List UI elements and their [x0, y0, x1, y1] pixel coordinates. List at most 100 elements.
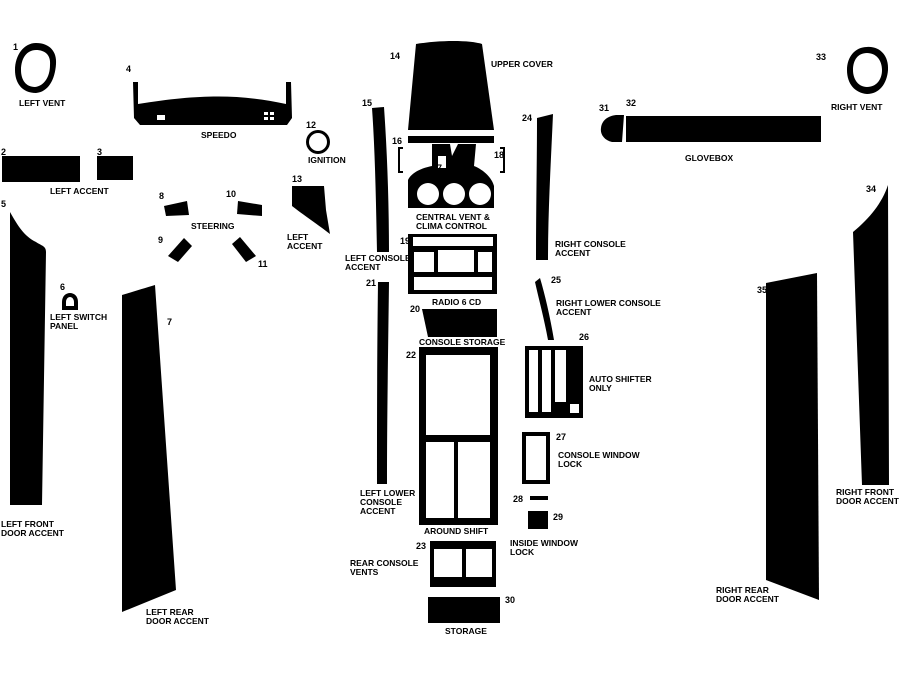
label-glovebox: GLOVEBOX: [685, 153, 734, 163]
piece-number-12: 12: [306, 120, 316, 130]
label-line: ACCENT: [555, 248, 591, 258]
piece-number-34: 34: [866, 184, 876, 194]
label-line: DOOR ACCENT: [836, 496, 900, 506]
label-line: LEFT REAR: [146, 607, 194, 617]
label-line: ACCENT: [345, 262, 381, 272]
piece-number-25: 25: [551, 275, 561, 285]
piece-7-shape: [122, 285, 176, 612]
piece-13-shape: [292, 186, 330, 234]
piece-number-26: 26: [579, 332, 589, 342]
clima-dial-right: [469, 183, 491, 205]
speedo-cutout-right-d: [270, 117, 274, 120]
piece-33-right-vent-shape: [847, 46, 889, 94]
piece-number-30: 30: [505, 595, 515, 605]
piece-number-19: 19: [400, 236, 410, 246]
clima-dial-center: [443, 183, 465, 205]
label-line: DOOR ACCENT: [146, 616, 210, 626]
piece-10-shape: [237, 201, 262, 216]
label-line: DOOR ACCENT: [716, 594, 780, 604]
piece-number-28: 28: [513, 494, 523, 504]
label-steering: STEERING: [191, 221, 235, 231]
piece-number-31: 31: [599, 103, 609, 113]
piece-11-shape: [232, 237, 256, 262]
piece-number-8: 8: [159, 191, 164, 201]
piece-number-4: 4: [126, 64, 131, 74]
piece-number-5: 5: [1, 199, 6, 209]
piece-number-29: 29: [553, 512, 563, 522]
label-line: RIGHT CONSOLE: [555, 239, 626, 249]
piece-number-24: 24: [522, 113, 532, 123]
label-storage: STORAGE: [445, 626, 487, 636]
piece-18-bracket: [500, 147, 505, 173]
piece-number-35: 35: [757, 285, 767, 295]
label-speedo: SPEEDO: [201, 130, 237, 140]
piece-number-17: 17: [432, 163, 442, 173]
clima-dial-left: [417, 183, 439, 205]
piece-28-shape: [530, 496, 548, 500]
piece-number-10: 10: [226, 189, 236, 199]
piece-24-shape: [536, 114, 553, 260]
label-line: VENTS: [350, 567, 379, 577]
piece-number-23: 23: [416, 541, 426, 551]
piece-16-bracket: [398, 147, 403, 173]
piece-number-20: 20: [410, 304, 420, 314]
label-line: CONSOLE WINDOW: [558, 450, 641, 460]
piece-number-33: 33: [816, 52, 826, 62]
label-line: CONSOLE: [360, 497, 402, 507]
piece-14-upper-cover-shape: [408, 41, 494, 130]
label-line: LEFT SWITCH: [50, 312, 107, 322]
label-ignition: IGNITION: [308, 155, 346, 165]
piece-number-11: 11: [258, 259, 268, 269]
piece-number-18: 18: [494, 150, 504, 160]
piece-25-shape: [535, 278, 554, 340]
piece-1-left-vent-shape: [15, 43, 57, 93]
piece-number-27: 27: [556, 432, 566, 442]
label-line: AUTO SHIFTER: [589, 374, 652, 384]
speedo-cutout-left: [157, 115, 165, 120]
piece-31-shape: [600, 115, 624, 142]
label-line: LEFT CONSOLE: [345, 253, 411, 263]
label-console-storage: CONSOLE STORAGE: [419, 337, 506, 347]
piece-29-shape: [528, 511, 548, 529]
label-line: ACCENT: [556, 307, 592, 317]
piece-21-shape: [377, 282, 389, 484]
speedo-cutout-right-c: [264, 117, 268, 120]
label-line: PANEL: [50, 321, 78, 331]
label-line: DOOR ACCENT: [1, 528, 65, 538]
speedo-cutout-right-a: [264, 112, 268, 115]
piece-labels: LEFT VENT LEFT ACCENT SPEEDO STEERING IG…: [1, 59, 900, 636]
piece-5-shape: [10, 212, 46, 505]
piece-4-speedo-shape: [133, 82, 292, 125]
piece-6-switch-panel-shape: [62, 293, 78, 310]
piece-number-2: 2: [1, 147, 6, 157]
piece-3-shape: [97, 156, 133, 180]
label-left-vent: LEFT VENT: [19, 98, 66, 108]
label-line: LEFT: [287, 232, 309, 242]
label-upper-cover: UPPER COVER: [491, 59, 553, 69]
piece-number-32: 32: [626, 98, 636, 108]
piece-number-1: 1: [13, 42, 18, 52]
piece-34-shape: [853, 185, 889, 485]
piece-26-auto-shifter-shape: [525, 346, 583, 418]
piece-number-9: 9: [158, 235, 163, 245]
piece-number-15: 15: [362, 98, 372, 108]
piece-number-13: 13: [292, 174, 302, 184]
label-line: LOCK: [558, 459, 583, 469]
label-radio-6-cd: RADIO 6 CD: [432, 297, 481, 307]
piece-number-6: 6: [60, 282, 65, 292]
piece-19-radio-shape: [408, 234, 497, 294]
ignition-hole: [309, 133, 327, 151]
label-line: RIGHT REAR: [716, 585, 769, 595]
label-central-vent-clima: CENTRAL VENT &CLIMA CONTROL: [416, 212, 490, 231]
